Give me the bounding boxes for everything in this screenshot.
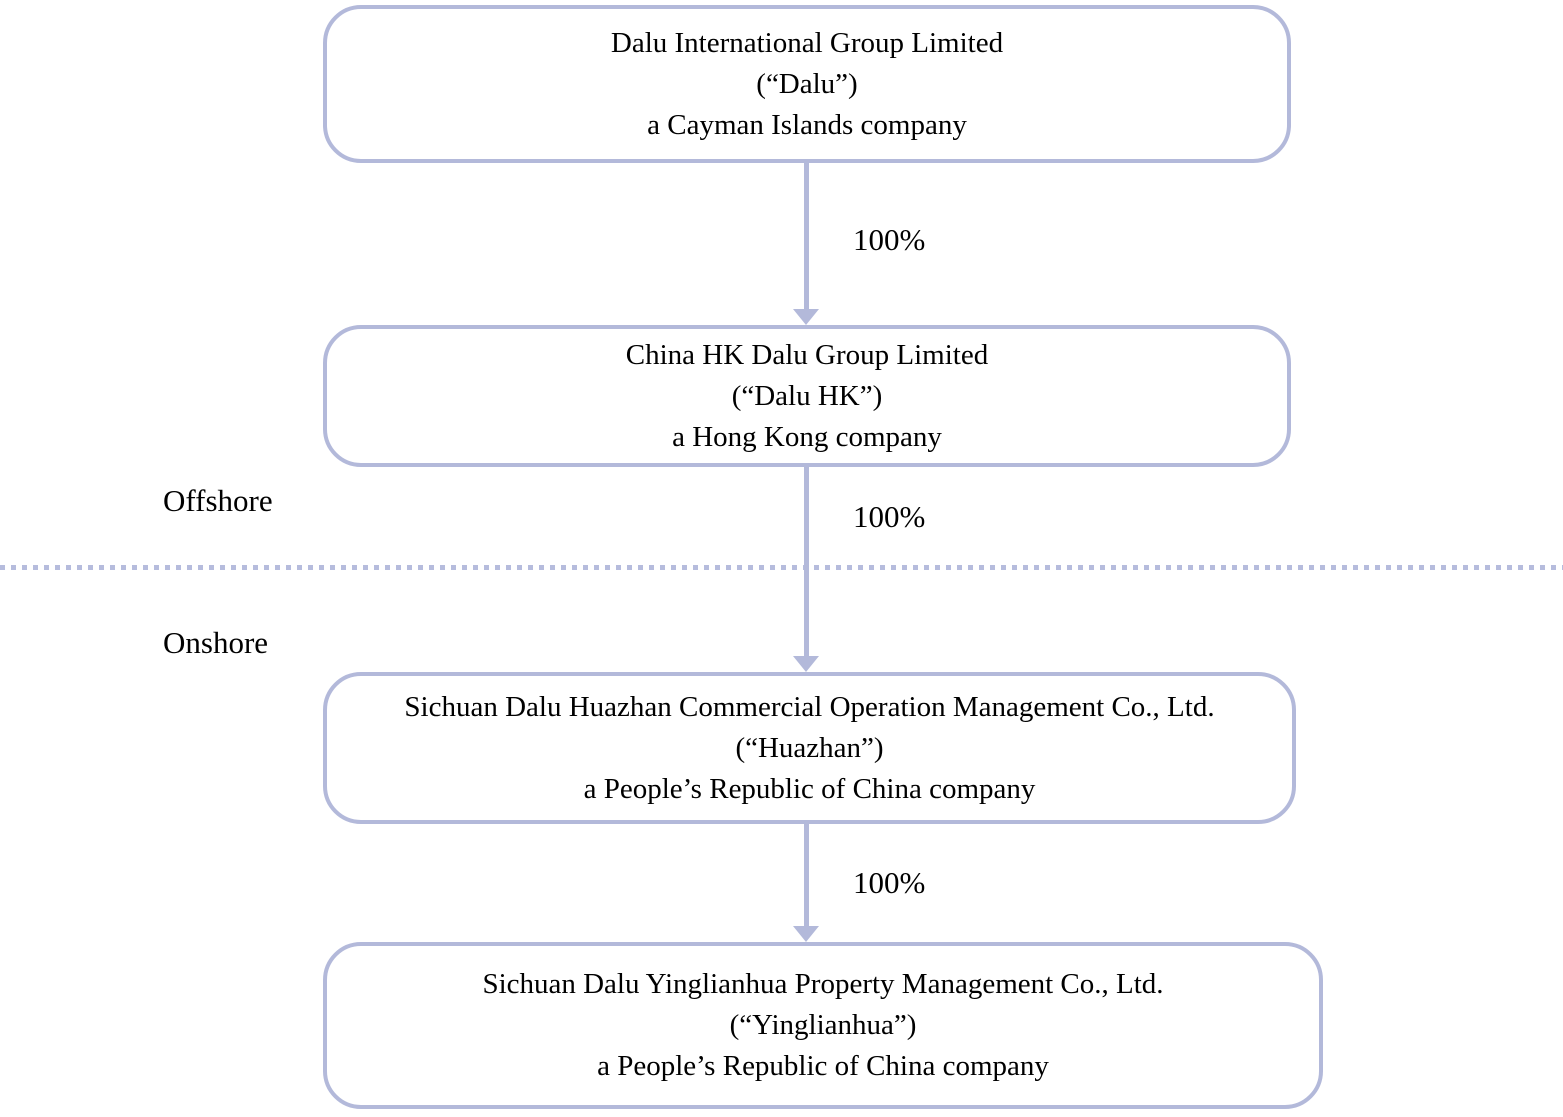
entity-name: Sichuan Dalu Huazhan Commercial Operatio… bbox=[404, 690, 1215, 723]
entity-alias: (“Dalu HK”) bbox=[731, 379, 883, 412]
entity-name: Dalu International Group Limited bbox=[610, 26, 1004, 59]
ownership-arrow-dalu-to-daluhk bbox=[793, 163, 819, 325]
ownership-arrow-daluhk-to-huazhan bbox=[793, 467, 819, 672]
entity-jurisdiction: a Cayman Islands company bbox=[647, 108, 967, 141]
ownership-percentage-label: 100% bbox=[853, 222, 926, 257]
entity-jurisdiction: a People’s Republic of China company bbox=[583, 772, 1036, 805]
ownership-percentage-label: 100% bbox=[853, 865, 926, 900]
arrow-down-icon bbox=[793, 656, 819, 672]
arrow-down-icon bbox=[793, 926, 819, 942]
ownership-percentage-label: 100% bbox=[853, 499, 926, 534]
entity-alias: (“Dalu”) bbox=[756, 67, 858, 100]
entity-box-dalu-hk: China HK Dalu Group Limited (“Dalu HK”) … bbox=[323, 325, 1291, 467]
onshore-zone-label: Onshore bbox=[163, 625, 269, 660]
entity-jurisdiction: a People’s Republic of China company bbox=[597, 1050, 1049, 1082]
entity-box-yinglianhua: Sichuan Dalu Yinglianhua Property Manage… bbox=[323, 942, 1323, 1109]
arrow-down-icon bbox=[793, 309, 819, 325]
arrow-stem bbox=[803, 467, 809, 656]
offshore-onshore-divider bbox=[0, 565, 1563, 570]
entity-box-dalu: Dalu International Group Limited (“Dalu”… bbox=[323, 5, 1291, 163]
offshore-zone-label: Offshore bbox=[163, 483, 273, 518]
entity-alias: (“Huazhan”) bbox=[735, 731, 884, 764]
entity-alias: (“Yinglianhua”) bbox=[729, 1009, 917, 1041]
ownership-arrow-huazhan-to-yinglianhua bbox=[793, 824, 819, 942]
entity-name: China HK Dalu Group Limited bbox=[625, 338, 989, 371]
entity-jurisdiction: a Hong Kong company bbox=[672, 420, 942, 453]
entity-box-huazhan: Sichuan Dalu Huazhan Commercial Operatio… bbox=[323, 672, 1296, 824]
arrow-stem bbox=[803, 163, 809, 309]
entity-name: Sichuan Dalu Yinglianhua Property Manage… bbox=[482, 968, 1164, 1000]
arrow-stem bbox=[803, 824, 809, 926]
